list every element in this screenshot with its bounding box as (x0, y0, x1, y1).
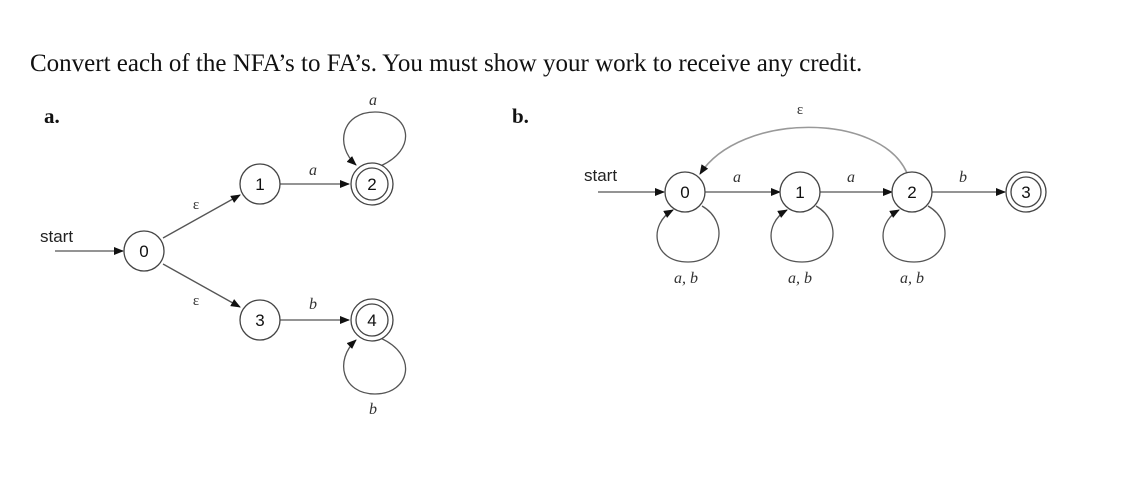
a-label-eps-0-3: ε (193, 293, 199, 309)
a-label-b-3-4: b (309, 296, 317, 313)
a-state-1: 1 (239, 163, 281, 205)
problem-prompt: Convert each of the NFA’s to FA’s. You m… (30, 50, 863, 77)
a-state-0-label: 0 (139, 242, 148, 261)
a-label-loop-2: a (369, 92, 377, 109)
b-label-eps-2-0: ε (797, 102, 803, 118)
a-label-loop-4: b (369, 401, 377, 418)
b-state-3: 3 (1005, 171, 1047, 213)
a-state-0: 0 (123, 230, 165, 272)
b-loop-1 (770, 205, 834, 263)
a-loop-4 (343, 336, 407, 395)
a-start-label: start (40, 227, 73, 246)
b-label-loop-1: a, b (788, 270, 812, 287)
b-start-label: start (584, 166, 617, 185)
a-state-1-label: 1 (255, 175, 264, 194)
b-label-loop-2: a, b (900, 270, 924, 287)
b-state-2-label: 2 (907, 183, 916, 202)
part-a-label: a. (44, 104, 60, 128)
a-loop-2 (343, 111, 407, 168)
b-label-b-2-3: b (959, 169, 967, 186)
b-label-a-1-2: a (847, 169, 855, 186)
b-state-0-label: 0 (680, 183, 689, 202)
a-state-2: 2 (350, 162, 394, 206)
a-state-3: 3 (239, 299, 281, 341)
b-loop-2 (882, 205, 946, 263)
a-edge-0-1 (162, 194, 241, 239)
b-edge-eps-2-0 (699, 126, 908, 175)
a-edge-0-3 (162, 263, 241, 308)
b-state-1: 1 (779, 171, 821, 213)
b-label-loop-0: a, b (674, 270, 698, 287)
b-label-a-0-1: a (733, 169, 741, 186)
b-loop-0 (656, 205, 720, 263)
b-state-2: 2 (891, 171, 933, 213)
part-b-label: b. (512, 104, 529, 128)
a-label-a-1-2: a (309, 162, 317, 179)
b-state-0: 0 (664, 171, 706, 213)
a-state-3-label: 3 (255, 311, 264, 330)
b-state-3-label: 3 (1021, 183, 1030, 202)
a-state-2-label: 2 (367, 175, 376, 194)
a-state-4: 4 (350, 298, 394, 342)
b-state-1-label: 1 (795, 183, 804, 202)
a-state-4-label: 4 (367, 311, 376, 330)
a-label-eps-0-1: ε (193, 197, 199, 213)
